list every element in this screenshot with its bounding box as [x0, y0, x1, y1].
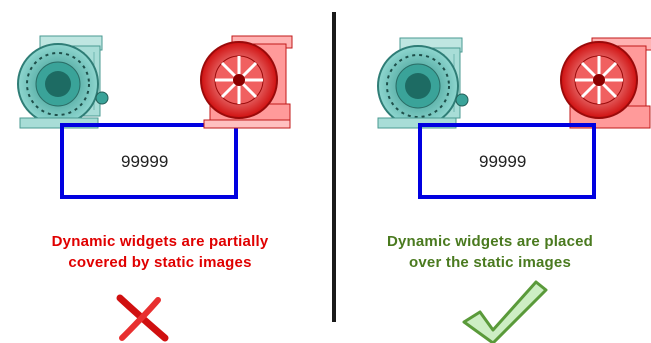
check-icon [462, 280, 548, 343]
pump-image [560, 37, 651, 129]
motor-image [17, 35, 109, 129]
dynamic-widget-frame [418, 123, 596, 199]
widget-value-text: 99999 [479, 152, 527, 171]
left-panel: 99999 Dynamic widgets are partially cove… [10, 35, 310, 342]
left-scene [17, 35, 293, 342]
pump-image [200, 35, 293, 129]
motor-image [377, 37, 469, 129]
right-caption: Dynamic widgets are placed over the stat… [340, 231, 640, 273]
caption-line-2: covered by static images [68, 254, 252, 271]
cross-icon [116, 294, 169, 342]
right-panel: 99999 Dynamic widgets are placed over th… [340, 0, 651, 343]
caption-line-1: Dynamic widgets are partially [51, 233, 269, 250]
caption-line-2: over the static images [409, 254, 571, 271]
caption-line-1: Dynamic widgets are placed [386, 233, 594, 250]
right-scene [377, 37, 651, 343]
dynamic-widget-frame [60, 123, 238, 199]
panel-divider [332, 12, 336, 322]
widget-value-text: 99999 [121, 152, 169, 171]
left-caption: Dynamic widgets are partially covered by… [10, 231, 310, 273]
